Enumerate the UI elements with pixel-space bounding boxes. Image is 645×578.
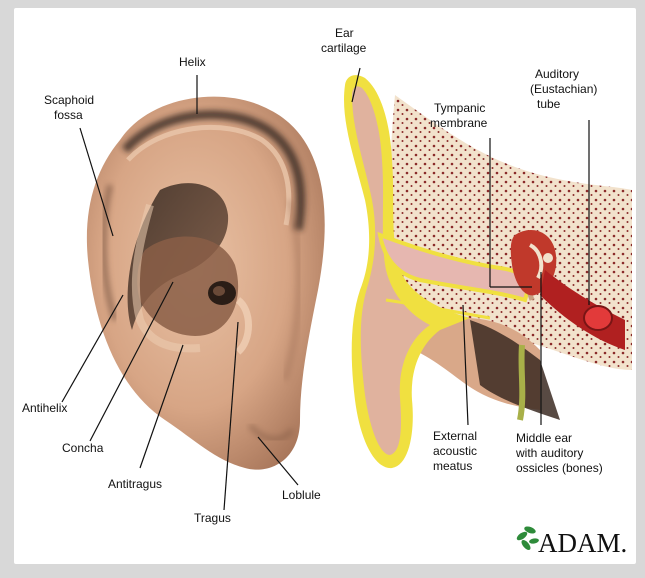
- label-auditory-3: tube: [537, 97, 561, 111]
- label-scaphoid-2: fossa: [54, 108, 83, 122]
- label-scaphoid-1: Scaphoid: [44, 93, 94, 107]
- label-external-1: External: [433, 429, 477, 443]
- label-middle-1: Middle ear: [516, 431, 572, 445]
- label-tympanic-2: membrane: [430, 116, 488, 130]
- label-antihelix: Antihelix: [22, 401, 67, 415]
- label-antitragus: Antitragus: [108, 477, 162, 491]
- label-external-2: acoustic: [433, 444, 477, 458]
- label-ear-cartilage-1: Ear: [335, 26, 354, 40]
- label-helix: Helix: [179, 55, 206, 69]
- label-tragus: Tragus: [194, 511, 231, 525]
- label-concha: Concha: [62, 441, 104, 455]
- label-external-3: meatus: [433, 459, 472, 473]
- label-lobule: Loblule: [282, 488, 321, 502]
- logo-text: ADAM.: [538, 528, 627, 558]
- label-middle-2: with auditory: [515, 446, 583, 460]
- label-auditory-2: (Eustachian): [530, 82, 597, 96]
- label-ear-cartilage-2: cartilage: [321, 41, 367, 55]
- label-middle-3: ossicles (bones): [516, 461, 603, 475]
- label-tympanic-1: Tympanic: [434, 101, 485, 115]
- label-auditory-1: Auditory: [535, 67, 579, 81]
